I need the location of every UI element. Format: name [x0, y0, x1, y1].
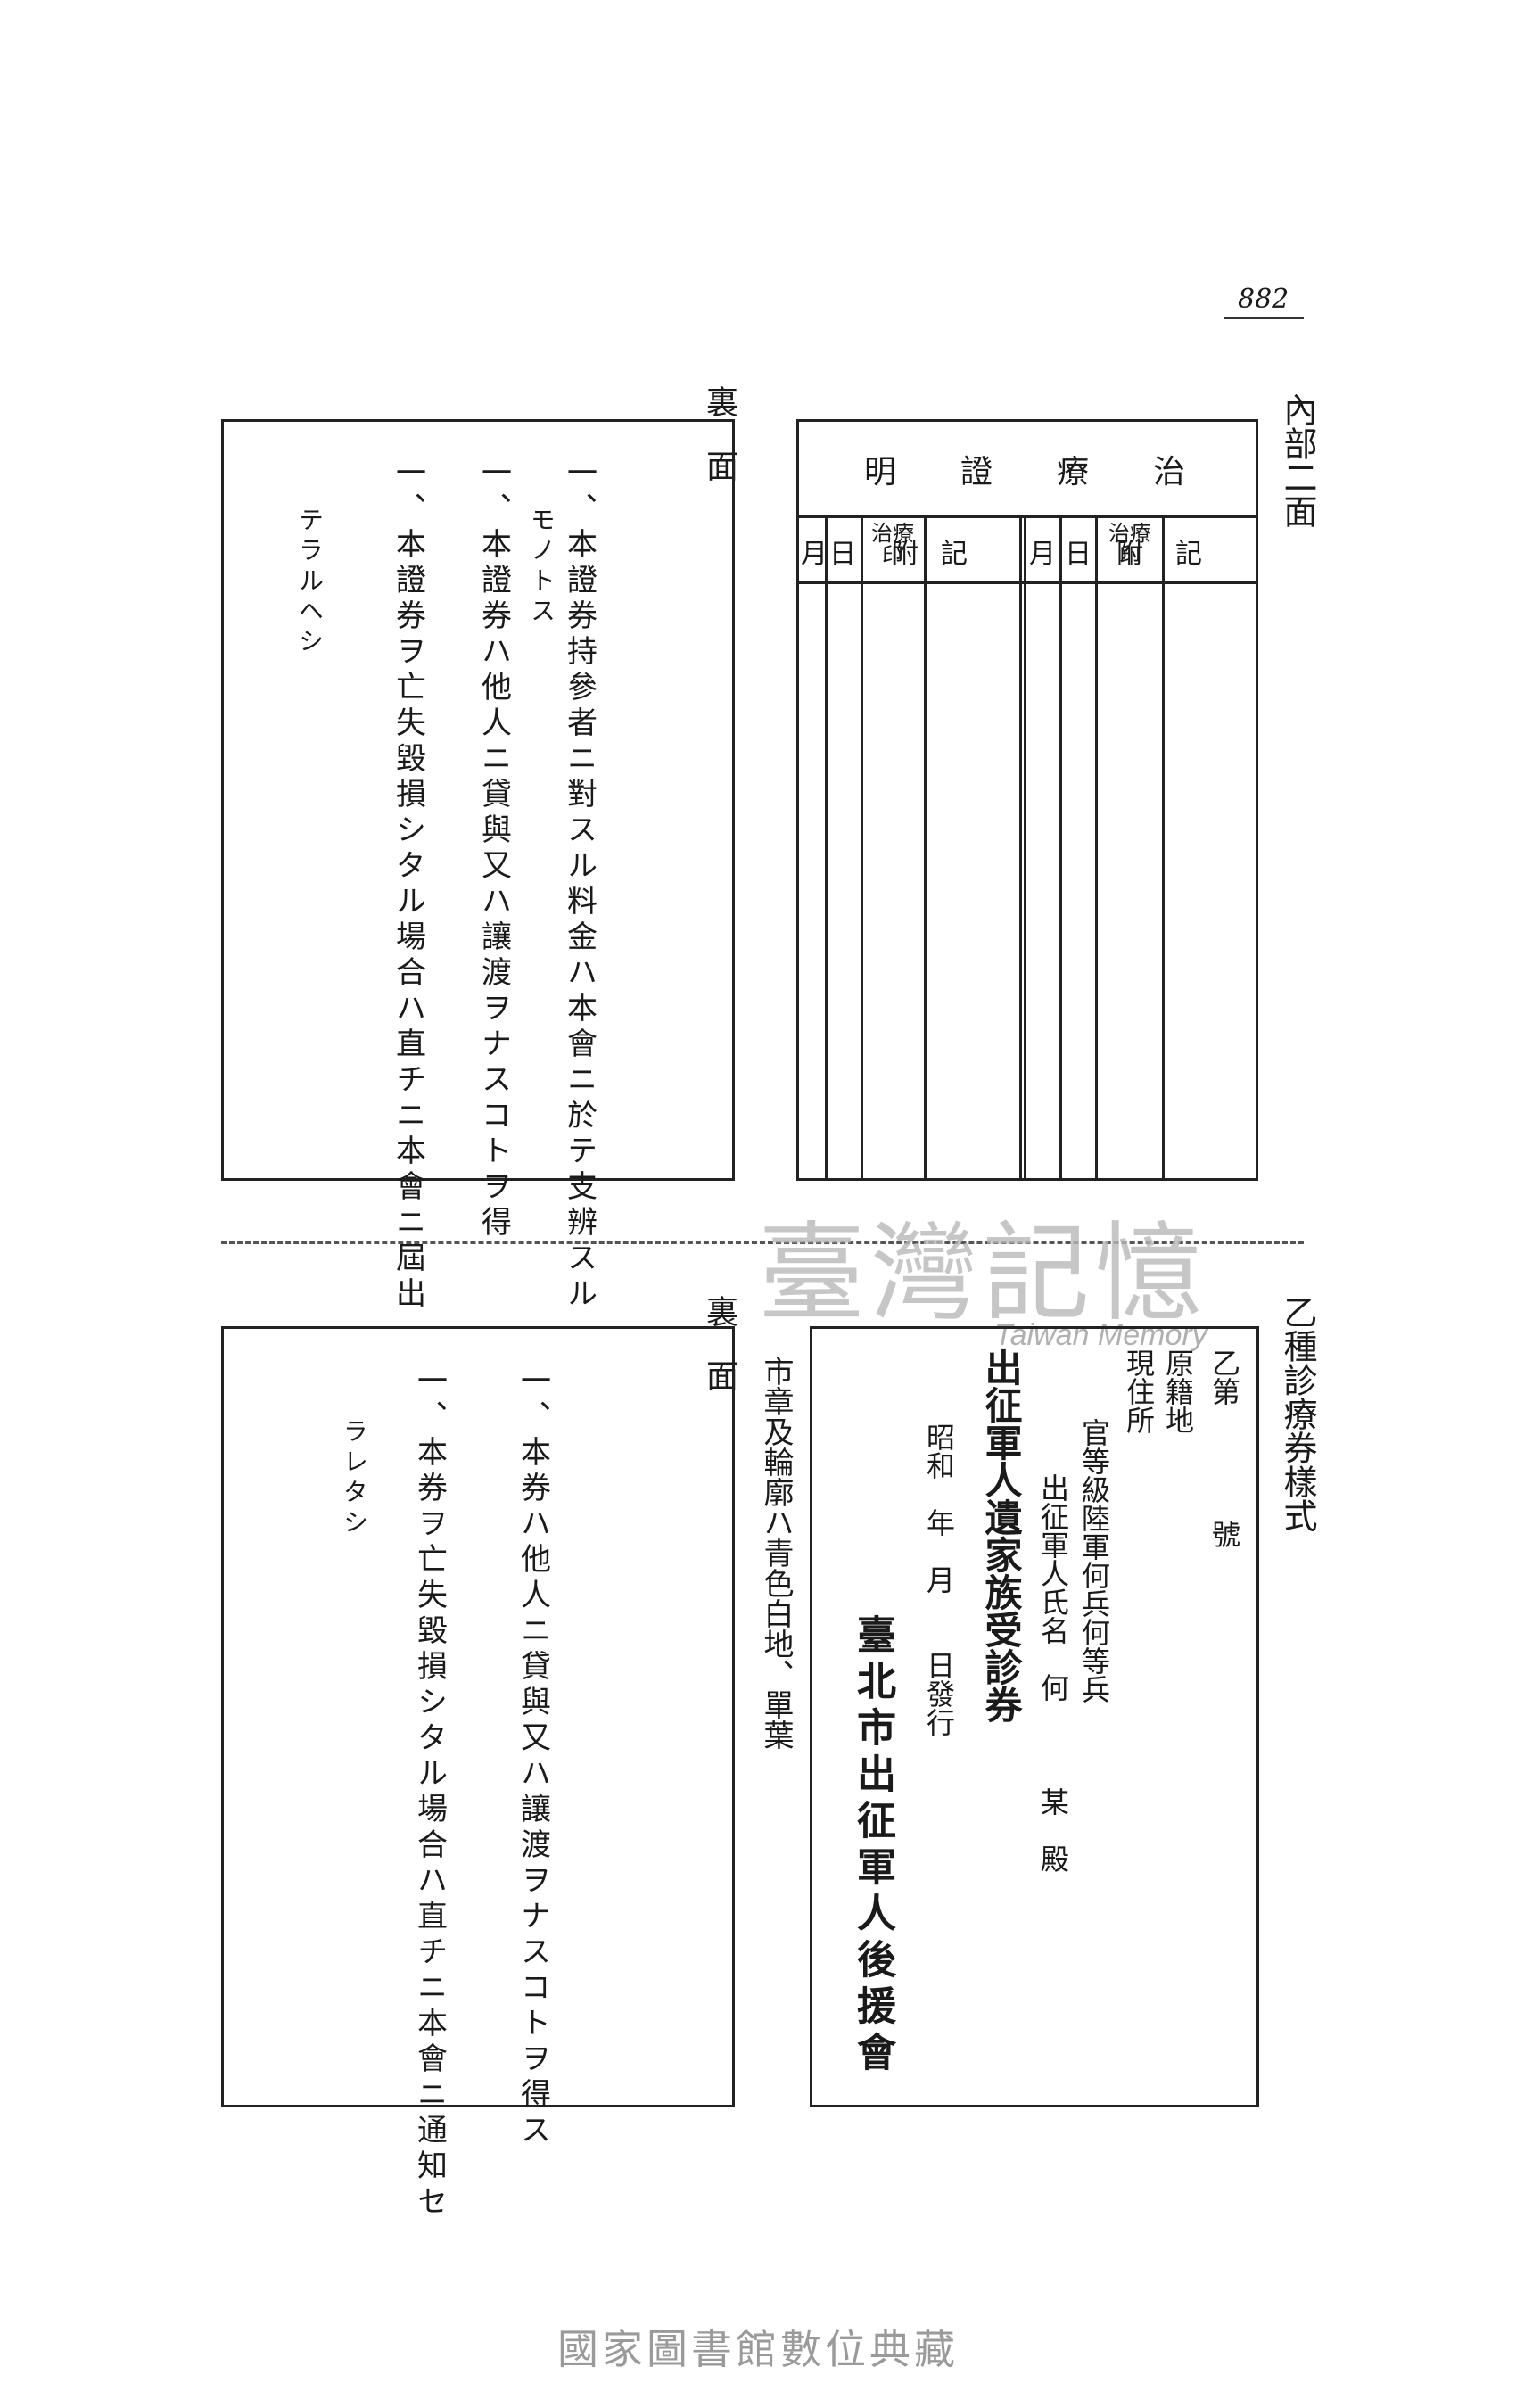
back-rule-text: 一、本證券ハ他人ニ貸與又ハ讓渡ヲナスコトヲ得: [475, 457, 512, 1241]
bottom-back-label: 裏 面: [701, 1295, 737, 1391]
ticket-title: 出征軍人遺家族受診券: [979, 1348, 1023, 1723]
column-header-day: 日: [1065, 539, 1092, 570]
bottom-side-label: 乙種診療券樣式: [1278, 1295, 1317, 1532]
table-column-line: [861, 517, 863, 1181]
table-column-line: [1095, 517, 1098, 1181]
table-center-double-line: [1019, 517, 1022, 1181]
ticket-issuer: 臺北市出征軍人後援會: [850, 1614, 895, 2078]
ticket-printing-note: 市章及輪廓ハ青色白地、單葉: [758, 1356, 794, 1750]
back-side-box-top: [221, 419, 735, 1181]
certificate-title-char: 證: [960, 454, 993, 491]
back-side-box-bottom: [221, 1326, 735, 2107]
page-number: 882: [1238, 284, 1289, 315]
column-header-notes: 附: [892, 539, 919, 570]
back-rule-text: 一、本券ハ他人ニ貸與又ハ讓渡ヲナスコトヲ得ス: [515, 1365, 551, 2149]
ticket-residence: 現住所: [1122, 1348, 1156, 1434]
ticket-issue-date: 昭和 年 月 日發行: [922, 1423, 956, 1736]
watermark-logo-english: Taiwan Memory: [994, 1318, 1207, 1352]
ticket-rank: 官等級陸軍何兵何等兵: [1077, 1418, 1111, 1703]
table-column-line: [1024, 517, 1026, 1181]
back-rule-text: モノトス: [527, 507, 556, 628]
ticket-origin: 原籍地: [1161, 1348, 1195, 1434]
table-column-line: [1162, 517, 1165, 1181]
table-divider: [796, 515, 1258, 518]
column-header-day: 日: [829, 539, 856, 570]
page-number-underline: [1224, 317, 1304, 319]
top-back-label: 裏 面: [701, 385, 737, 482]
back-rule-text: テラルヘシ: [295, 507, 325, 658]
back-rule-text: 一、本證券持參者ニ對スル料金ハ本會ニ於テ支辨スル: [561, 457, 597, 1313]
watermark-logo: 臺灣記憶: [758, 1212, 1207, 1336]
cut-line: [221, 1241, 1304, 1244]
column-header-notes: 記: [1175, 539, 1202, 570]
column-header-treatment-seal: 治療印: [871, 521, 914, 569]
footer-collection-label: 國家圖書館數位典藏: [557, 2325, 959, 2373]
table-header-divider: [796, 581, 1258, 584]
certificate-title-char: 明: [863, 454, 896, 491]
column-header-month: 月: [801, 539, 828, 570]
certificate-title-char: 療: [1056, 454, 1089, 491]
medical-ticket-box: [810, 1326, 1259, 2107]
top-side-label: 內部二面: [1278, 392, 1317, 528]
ticket-soldier-name: 出征軍人氏名 何 某 殿: [1036, 1473, 1070, 1873]
ticket-serial: 乙第 號: [1207, 1348, 1241, 1548]
column-header-treatment-seal: 治療印: [1108, 521, 1151, 569]
column-header-notes: 附: [1116, 539, 1143, 570]
table-column-line: [1059, 517, 1062, 1181]
column-header-month: 月: [1029, 539, 1056, 570]
table-column-line: [825, 517, 828, 1181]
back-rule-text: 一、本證券ヲ亡失毀損シタル場合ハ直チニ本會ニ屆出: [390, 457, 426, 1313]
treatment-certificate-table: [796, 419, 1258, 1181]
back-rule-text: 一、本券ヲ亡失毀損シタル場合ハ直チニ本會ニ通知セ: [411, 1365, 448, 2221]
column-header-notes: 記: [941, 539, 968, 570]
certificate-title-char: 治: [1152, 454, 1185, 491]
certificate-title: 明 證 療 治: [796, 446, 1253, 492]
back-rule-text: ラレタシ: [340, 1418, 369, 1539]
table-column-line: [924, 517, 927, 1181]
